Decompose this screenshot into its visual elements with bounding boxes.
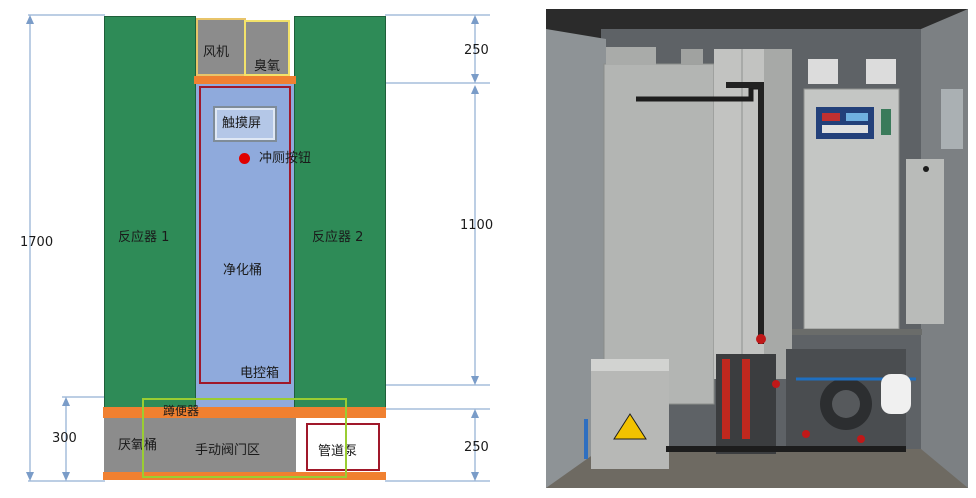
top-orange-bar (194, 76, 296, 84)
fan-label: 风机 (203, 45, 230, 60)
highlight-frame (142, 398, 347, 478)
electric-box-label: 电控箱 (240, 366, 280, 381)
flush-button-dot (239, 153, 250, 164)
dim-middle-section: 1100 (460, 218, 494, 233)
toilet-label: 蹲便器 (163, 404, 200, 418)
dim-total-height: 1700 (20, 235, 54, 250)
equipment-photo (546, 9, 968, 488)
ozone-label: 臭氧 (254, 59, 281, 74)
manual-valve-area-label: 手动阀门区 (195, 443, 261, 458)
ozone-block (244, 20, 290, 76)
pipeline-pump-label: 管道泵 (318, 444, 358, 459)
reactor-2-label: 反应器 2 (312, 230, 364, 245)
dim-right-bottom: 250 (464, 440, 489, 455)
reactor-1-block (104, 16, 196, 410)
touch-screen-label: 触摸屏 (222, 116, 262, 131)
purification-tank-label: 净化桶 (223, 263, 263, 278)
reactor-1-label: 反应器 1 (118, 230, 170, 245)
equipment-photo-drawing (546, 9, 968, 488)
pipeline-pump-block (306, 423, 380, 471)
purification-frame (199, 86, 291, 384)
dimension-lines (26, 14, 490, 482)
anaerobic-tank-label: 厌氧桶 (118, 438, 158, 453)
toilet-bar (103, 407, 386, 418)
flush-button-label: 冲厕按钮 (259, 151, 312, 166)
dim-top-section: 250 (464, 43, 489, 58)
equipment-layout-diagram: 1700 300 250 1100 250 反应器 1 反应器 2 风机 臭氧 … (20, 14, 494, 482)
touch-screen (213, 106, 277, 142)
anaerobic-valve-block (104, 418, 296, 472)
dim-left-bottom: 300 (52, 431, 77, 446)
reactor-2-block (294, 16, 386, 410)
